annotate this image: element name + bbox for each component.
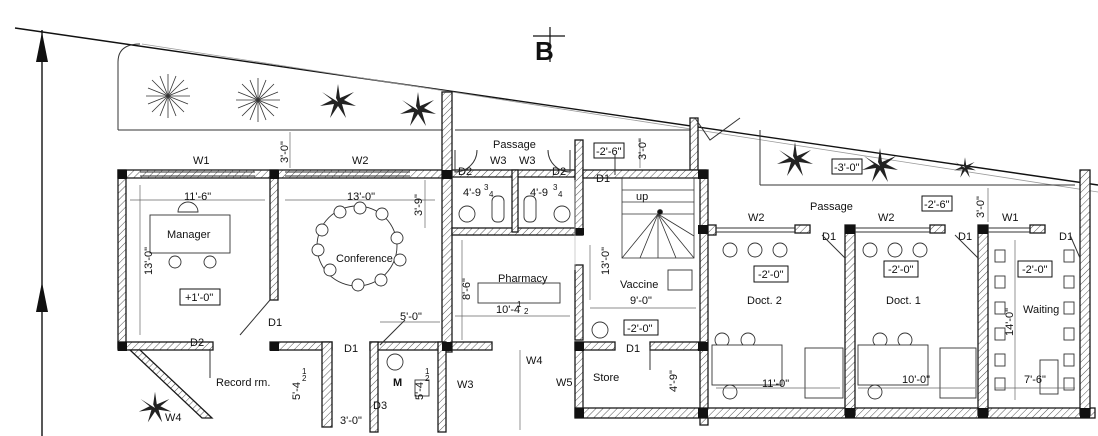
door-d1-label: D1	[822, 231, 836, 243]
level-label: -2'-0"	[1022, 264, 1048, 276]
door-d1-label: D1	[626, 343, 640, 355]
dimension-label: 4'-9	[530, 187, 548, 199]
waiting-chairs	[994, 249, 1075, 395]
window-w3-label: W3	[457, 379, 474, 391]
dimension-label: 3'-0"	[340, 415, 362, 427]
dimension-label: 3'-0"	[279, 141, 291, 163]
dimension-label: 3'-0"	[975, 196, 987, 218]
level-label: -3'-0"	[834, 162, 860, 174]
window-openings	[140, 171, 1030, 233]
room-vaccine-label: Vaccine	[620, 279, 658, 291]
dimension-label: 13'-0"	[347, 191, 375, 203]
property-line	[14, 27, 1098, 186]
entrance-notch	[694, 117, 741, 141]
dimension-label: 13'-0"	[600, 247, 612, 275]
door-swings	[209, 149, 1081, 378]
room-conference-label: Conference	[336, 253, 393, 265]
dimension-label: 11'-6"	[184, 191, 211, 203]
walls	[117, 91, 1096, 433]
window-w3-label: W3	[519, 155, 536, 167]
window-w1-label: W1	[193, 155, 210, 167]
north-arrow-icon	[36, 30, 48, 436]
level-label: -2'-6"	[924, 199, 950, 211]
room-doct1-label: Doct. 1	[886, 295, 921, 307]
door-d2-label: D2	[552, 166, 566, 178]
section-marker-label: B	[535, 36, 554, 66]
level-label: -2'-0"	[888, 264, 914, 276]
room-pharmacy-label: Pharmacy	[498, 273, 548, 285]
dimension-label: 4'-9"	[668, 370, 680, 392]
dimension-lines	[130, 132, 1075, 430]
doctor-room-furniture	[711, 242, 977, 400]
section-marker-b: B	[533, 27, 565, 66]
window-w5-label: W5	[556, 377, 573, 389]
room-manager-label: Manager	[167, 229, 211, 241]
door-d1-label: D1	[1059, 231, 1073, 243]
dimension-label: 3'-0"	[637, 138, 649, 160]
dimension-label: 11'-0"	[762, 378, 789, 390]
svg-text:4: 4	[558, 190, 563, 199]
plan-labels: Passage Passage W1 W2 W3 W3 W2 W2 W1 W4 …	[143, 138, 1073, 427]
dimension-label: 3'-9"	[413, 194, 425, 216]
pharmacy-counter	[477, 282, 561, 304]
door-d2-label: D2	[190, 337, 204, 349]
level-label: -2'-6"	[596, 146, 622, 158]
vaccine-fridge	[667, 269, 693, 291]
door-d1-label: D1	[596, 173, 610, 185]
dimension-label: 5'-4	[414, 382, 426, 400]
room-doct2-label: Doct. 2	[747, 295, 782, 307]
door-d2-label: D2	[458, 166, 472, 178]
window-w2-label: W2	[878, 212, 895, 224]
svg-text:2: 2	[425, 374, 430, 383]
svg-text:1: 1	[517, 300, 522, 309]
door-d1-label: D1	[344, 343, 358, 355]
window-w1-label: W1	[1002, 212, 1019, 224]
dimension-label: 5'-0"	[400, 311, 422, 323]
window-w3-label: W3	[490, 155, 507, 167]
room-waiting-label: Waiting	[1023, 304, 1059, 316]
dimension-label: 13'-0"	[143, 247, 155, 275]
conference-table	[311, 201, 407, 292]
svg-text:3: 3	[484, 183, 489, 192]
door-d1-label: D1	[958, 231, 972, 243]
passage-mid-label: Passage	[810, 201, 853, 213]
window-w4-label: W4	[526, 355, 543, 367]
door-d1-label: D1	[268, 317, 282, 329]
dimension-label: 10'-4	[496, 304, 520, 316]
svg-text:2: 2	[524, 307, 529, 316]
dimension-label: 5'-4	[291, 382, 303, 400]
toilet-fixtures	[386, 195, 609, 397]
room-record-label: Record rm.	[216, 377, 270, 389]
stair-up-label: up	[636, 191, 648, 203]
palm-plant-icon	[138, 84, 976, 423]
dimension-label: 9'-0"	[630, 295, 652, 307]
dimension-label: 10'-0"	[902, 374, 930, 386]
dimension-label: 4'-9	[463, 187, 481, 199]
level-markers	[179, 142, 1053, 336]
staircase-icon	[621, 177, 695, 259]
level-label: +1'-0"	[185, 292, 213, 304]
level-label: -2'-0"	[758, 269, 784, 281]
fraction-marks: 34 34 12 12 12	[302, 183, 563, 383]
window-w4-label: W4	[165, 412, 182, 424]
dimension-label: 8'-6"	[461, 278, 473, 300]
svg-text:3: 3	[553, 183, 558, 192]
room-m-label: M	[393, 377, 402, 389]
dimension-label: 7'-6"	[1024, 374, 1046, 386]
level-label: -2'-0"	[627, 323, 653, 335]
window-w2-label: W2	[352, 155, 369, 167]
svg-text:1: 1	[425, 367, 430, 376]
door-d3-label: D3	[373, 400, 387, 412]
svg-text:4: 4	[489, 190, 494, 199]
room-store-label: Store	[593, 372, 619, 384]
dimension-label: 14'-0"	[1004, 308, 1016, 336]
plant-icon	[146, 74, 280, 122]
manager-desk	[149, 201, 231, 269]
svg-text:2: 2	[302, 374, 307, 383]
window-w2-label: W2	[748, 212, 765, 224]
svg-text:1: 1	[302, 367, 307, 376]
passage-top-label: Passage	[493, 139, 536, 151]
